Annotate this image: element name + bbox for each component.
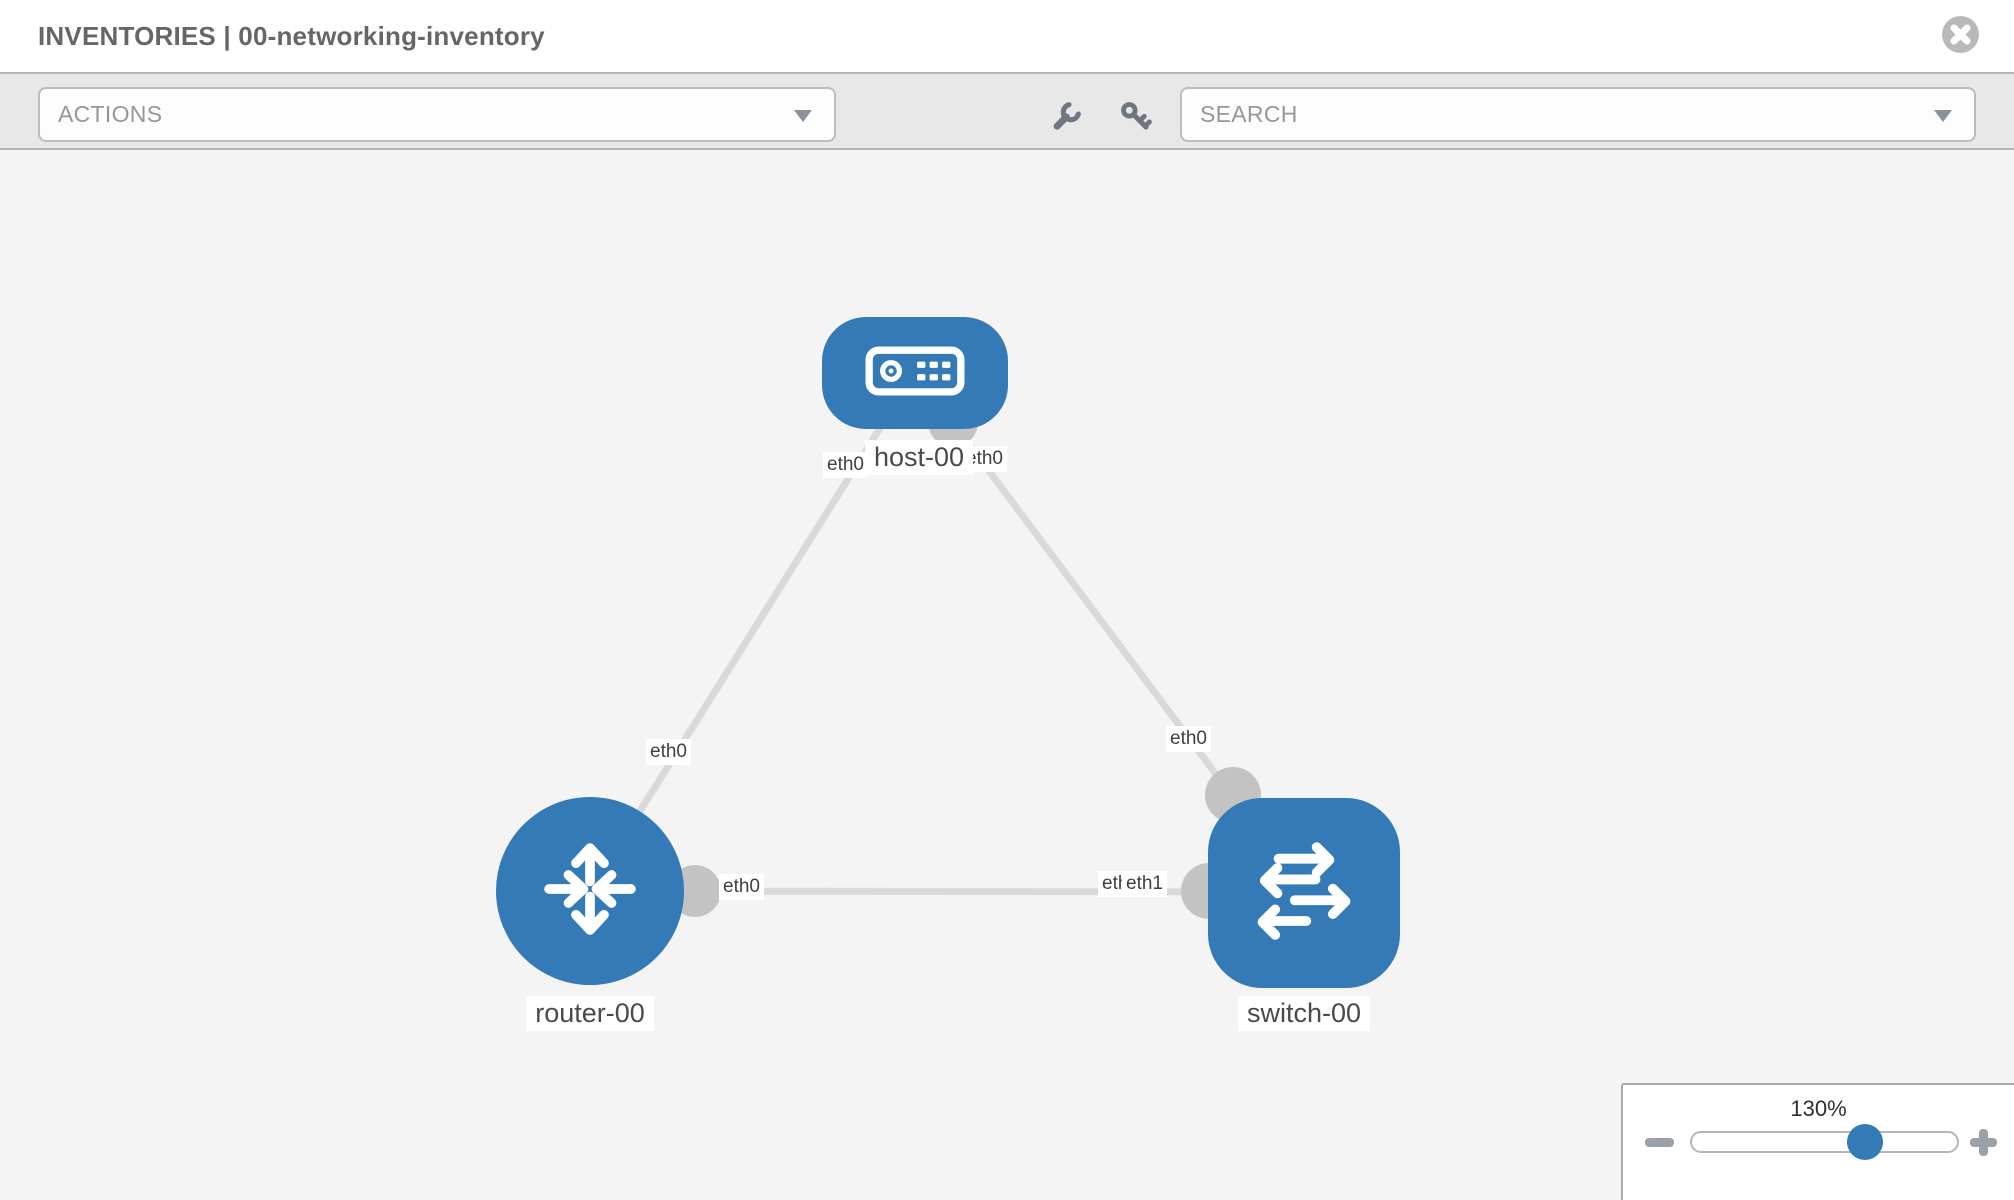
zoom-in-button[interactable] [1970, 1129, 1997, 1156]
zoom-level-text: 130% [1790, 1096, 1847, 1121]
toolbar: ACTIONS SEARCH [0, 72, 2014, 150]
node-host-00[interactable] [822, 317, 1008, 429]
links-layer [587, 369, 1307, 919]
wrench-icon [1050, 102, 1084, 136]
wrench-button[interactable] [1050, 99, 1084, 133]
iface-label-router-right: eth0 [719, 874, 764, 900]
node-label-switch: switch-00 [1237, 996, 1371, 1031]
zoom-panel: 130% [1621, 1083, 2014, 1200]
header: INVENTORIES | 00-networking-inventory [0, 0, 2014, 72]
topology-canvas[interactable]: host-00 router-00 switch-00 eth0 eth0 et… [0, 150, 2014, 1200]
key-icon [1118, 102, 1152, 136]
host-icon [865, 346, 965, 401]
search-dropdown[interactable]: SEARCH [1180, 87, 1976, 142]
iface-label-host-left: eth0 [823, 452, 868, 478]
node-label-router: router-00 [526, 996, 654, 1031]
actions-dropdown[interactable]: ACTIONS [38, 87, 836, 142]
actions-dropdown-label: ACTIONS [58, 101, 163, 127]
zoom-slider-thumb[interactable] [1847, 1124, 1883, 1160]
plus-icon [1979, 1129, 1988, 1156]
page-title: INVENTORIES | 00-networking-inventory [38, 21, 545, 51]
zoom-slider-track[interactable] [1690, 1124, 1959, 1160]
key-button[interactable] [1118, 99, 1152, 133]
chevron-down-icon [794, 109, 812, 122]
search-placeholder: SEARCH [1200, 101, 1298, 127]
zoom-out-button[interactable] [1645, 1138, 1674, 1147]
iface-label-switch-eth1: eth1 [1122, 871, 1167, 897]
iface-label-switch-up: eth0 [1166, 726, 1211, 752]
close-icon [1942, 16, 1979, 56]
close-button[interactable] [1942, 16, 1979, 53]
node-label-host: host-00 [864, 440, 974, 475]
iface-label-router-up: eth0 [646, 739, 691, 765]
switch-icon [1244, 831, 1364, 956]
node-router-00[interactable] [496, 797, 684, 985]
chevron-down-icon [1934, 109, 1952, 122]
node-switch-00[interactable] [1208, 798, 1400, 988]
router-icon [534, 833, 646, 950]
